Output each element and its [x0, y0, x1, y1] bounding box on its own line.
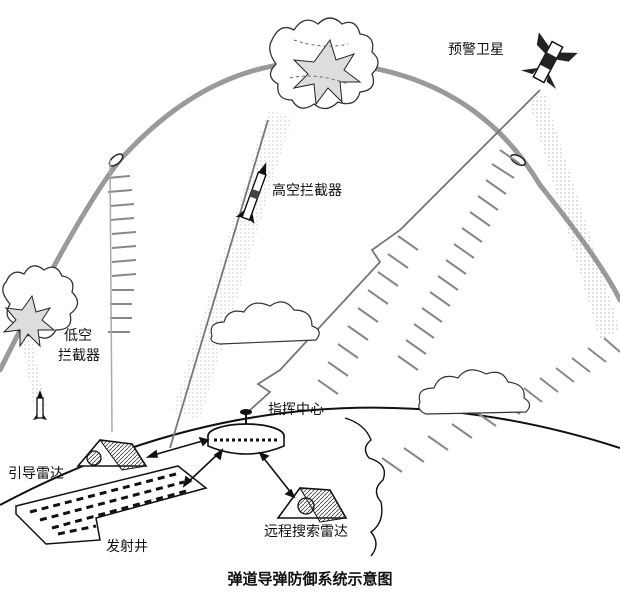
beam-satellite: [528, 95, 620, 340]
ground-links: [145, 436, 296, 499]
coastline: [344, 417, 386, 557]
early-warning-satellite-icon: [520, 32, 578, 90]
diagram-caption: 弹道导弹防御系统示意图: [227, 570, 393, 588]
high-interceptor-missile-icon: [235, 162, 267, 224]
low-altitude-interceptor-label-line1: 低空: [64, 328, 92, 344]
radar-waves-command: [317, 235, 419, 395]
explosion-low: [2, 265, 79, 348]
long-range-search-radar-icon: [276, 487, 348, 523]
explosion-high: [269, 17, 379, 110]
guidance-radar-icon: [76, 439, 148, 471]
warhead-right: [510, 153, 526, 167]
satellite-link: [249, 89, 541, 411]
launch-silo-field: [15, 465, 208, 545]
command-center-icon: [207, 409, 285, 455]
guidance-radar-label: 引导雷达: [8, 466, 64, 482]
radar-waves-search: [397, 149, 521, 371]
low-altitude-interceptor-label-line2: 拦截器: [58, 348, 100, 364]
launch-silo-label: 发射井: [106, 539, 148, 555]
low-interceptor-missile-icon: [33, 390, 47, 420]
long-range-search-radar-label: 远程搜索雷达: [264, 524, 348, 540]
early-warning-satellite-label: 预警卫星: [448, 42, 504, 58]
cloud-middle: [210, 301, 320, 345]
command-center-label: 指挥中心: [268, 402, 324, 418]
high-altitude-interceptor-label: 高空拦截器: [272, 183, 342, 199]
guidance-radar-beam: [109, 159, 113, 433]
command-to-silo-beam: [169, 119, 269, 449]
radar-waves-guidance: [107, 175, 137, 333]
cloud-right: [418, 369, 531, 415]
